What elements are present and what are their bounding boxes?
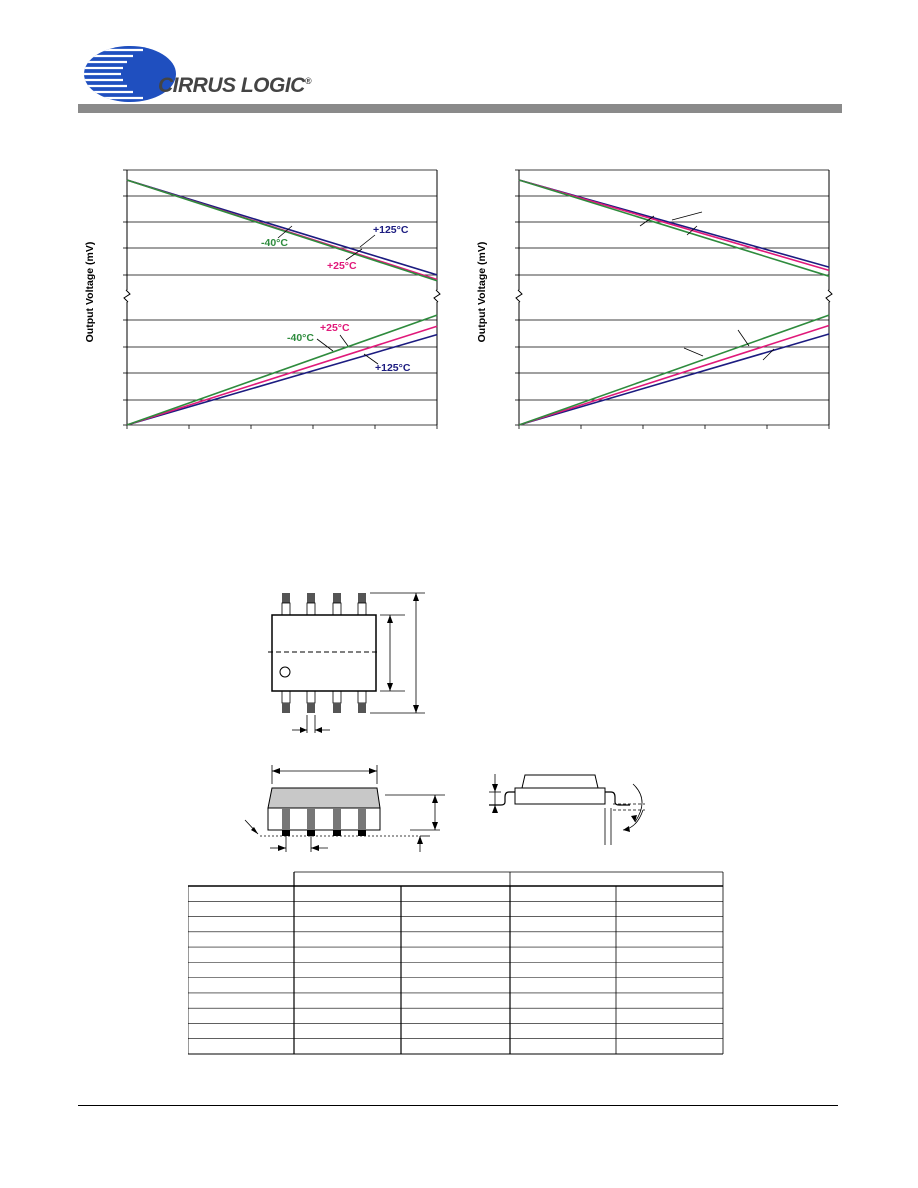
chart-left-ylabel: Output Voltage (mV) [84,242,96,343]
series-line-lower [126,314,438,426]
axis-break-icon [433,289,441,303]
label-40c-lower: -40°C [287,332,314,344]
label-125c-upper: +125°C [373,224,409,236]
series-line-lower [518,333,830,426]
series-line-lower [126,333,438,426]
package-end-view [489,774,645,845]
package-side-body [267,787,381,809]
chart-right-ylabel: Output Voltage (mV) [476,242,488,343]
pin1-indicator [279,666,291,678]
axis-break-icon [123,289,131,303]
chart-right: Output Voltage (mV) [476,169,833,429]
package-side-view [244,765,445,852]
dimension-table [188,871,724,1055]
axis-break-icon [825,289,833,303]
package-top-view [268,592,425,733]
label-125c-lower: +125°C [375,362,411,374]
chart-left-annotations: +125°C -40°C +25°C +25°C -40°C +125°C [261,224,411,374]
series-line-upper [126,179,438,282]
chart-left-series [126,179,438,426]
svg-text:Output Voltage (mV): Output Voltage (mV) [476,242,488,343]
chart-left: Output Voltage (mV) +125°C -40°C +25°C +… [84,169,441,429]
axis-break-icon [515,289,523,303]
series-line-lower [518,324,830,426]
series-line-upper [518,179,830,272]
package-end-body [521,774,599,789]
series-line-lower [518,314,830,426]
chart-left-frame [123,169,441,429]
logo-globe-icon [84,46,176,102]
series-line-upper [518,179,830,277]
label-25c-lower: +25°C [320,322,350,334]
series-line-lower [126,325,438,426]
cirrus-logic-logo [84,46,176,102]
package-body [271,614,377,692]
chart-right-series [518,179,830,426]
logo-wordmark: CIRRUS LOGIC® [158,74,311,97]
footer-rule [78,1105,838,1106]
label-40c-upper: -40°C [261,237,288,249]
chart-right-annotation-arrows [639,211,775,361]
label-25c-upper: +25°C [327,260,357,272]
header-bar [78,104,842,113]
chart-right-frame [515,169,833,429]
svg-text:Output Voltage (mV): Output Voltage (mV) [84,242,96,343]
